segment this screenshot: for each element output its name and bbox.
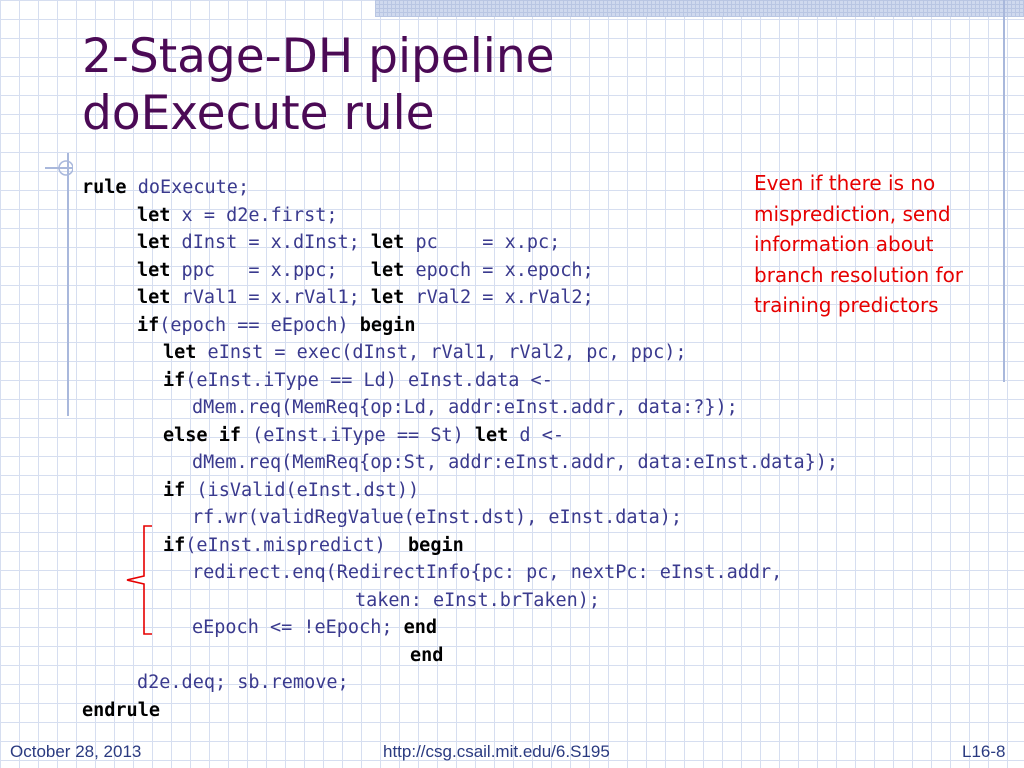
footer-page-number: L16-8 bbox=[962, 742, 1006, 761]
top-decorative-band bbox=[375, 0, 1024, 17]
note-line-5: training predictors bbox=[754, 293, 939, 317]
code-line: eEpoch <= !eEpoch; end bbox=[192, 614, 437, 641]
code-line: endrule bbox=[82, 697, 160, 724]
code-text: d <- bbox=[508, 424, 564, 446]
code-keyword: else if bbox=[163, 424, 241, 446]
code-keyword: begin bbox=[359, 314, 416, 336]
code-line: if (isValid(eInst.dst)) bbox=[163, 477, 419, 504]
code-keyword: let bbox=[137, 259, 171, 281]
code-text: x = d2e.first; bbox=[170, 204, 338, 226]
code-line: let ppc = x.ppc; let epoch = x.epoch; bbox=[137, 257, 594, 284]
code-line: dMem.req(MemReq{op:St, addr:eInst.addr, … bbox=[192, 449, 838, 476]
code-line: d2e.deq; sb.remove; bbox=[137, 669, 349, 696]
code-text: pc = x.pc; bbox=[404, 232, 561, 253]
code-text: ppc = x.ppc; bbox=[170, 259, 371, 281]
footer-url[interactable]: http://csg.csail.mit.edu/6.S195 bbox=[383, 742, 610, 761]
code-keyword: end bbox=[403, 617, 438, 638]
left-decorative-line bbox=[67, 168, 69, 416]
code-text: dMem.req(MemReq{op:St, addr:eInst.addr, … bbox=[192, 452, 839, 473]
note-line-4: branch resolution for bbox=[754, 262, 964, 287]
code-keyword: let bbox=[370, 287, 405, 308]
note-line-2: misprediction, send bbox=[754, 201, 951, 226]
code-text: (eInst.mispredict) bbox=[185, 534, 409, 556]
code-keyword: begin bbox=[408, 534, 464, 556]
code-line: taken: eInst.brTaken); bbox=[355, 587, 600, 614]
code-text: (eInst.iType == Ld) eInst.data <- bbox=[185, 369, 553, 391]
slide-title-line-2: doExecute rule bbox=[82, 86, 435, 141]
code-text: (epoch == eEpoch) bbox=[159, 314, 360, 336]
code-keyword: let bbox=[137, 287, 171, 308]
code-line: if(eInst.mispredict) begin bbox=[163, 532, 464, 559]
code-keyword: let bbox=[370, 259, 405, 281]
code-keyword: let bbox=[370, 232, 405, 253]
code-text: epoch = x.epoch; bbox=[404, 259, 594, 281]
code-keyword: if bbox=[163, 534, 186, 556]
code-keyword: if bbox=[137, 314, 160, 336]
code-text: doExecute; bbox=[126, 177, 250, 198]
code-text: rf.wr(validRegValue(eInst.dst), eInst.da… bbox=[192, 507, 683, 528]
code-line: let x = d2e.first; bbox=[137, 202, 338, 229]
code-text: taken: eInst.brTaken); bbox=[355, 589, 601, 611]
code-text: eInst = exec(dInst, rVal1, rVal2, pc, pp… bbox=[196, 342, 687, 363]
code-keyword: rule bbox=[82, 177, 127, 198]
code-line: let rVal1 = x.rVal1; let rVal2 = x.rVal2… bbox=[137, 284, 594, 311]
code-keyword: end bbox=[410, 644, 444, 666]
code-keyword: let bbox=[163, 342, 197, 363]
footer-date: October 28, 2013 bbox=[10, 742, 142, 761]
code-text: dInst = x.dInst; bbox=[170, 232, 371, 253]
code-text: eEpoch <= !eEpoch; bbox=[192, 617, 404, 638]
code-text: dMem.req(MemReq{op:Ld, addr:eInst.addr, … bbox=[192, 397, 738, 418]
slide-title: 2-Stage-DH pipeline doExecute rule bbox=[82, 28, 555, 142]
code-line: if(epoch == eEpoch) begin bbox=[137, 312, 415, 339]
slide-title-line-1: 2-Stage-DH pipeline bbox=[82, 29, 555, 84]
code-line: else if (eInst.iType == St) let d <- bbox=[163, 422, 564, 449]
code-text: rVal1 = x.rVal1; bbox=[170, 287, 371, 308]
note-line-1: Even if there is no bbox=[754, 171, 936, 195]
code-text: (eInst.iType == St) bbox=[240, 424, 475, 446]
code-keyword: endrule bbox=[82, 699, 160, 721]
code-text: rVal2 = x.rVal2; bbox=[404, 287, 594, 308]
code-line: redirect.enq(RedirectInfo{pc: pc, nextPc… bbox=[192, 559, 782, 586]
code-line: rf.wr(validRegValue(eInst.dst), eInst.da… bbox=[192, 504, 682, 531]
code-keyword: let bbox=[474, 424, 509, 446]
annotation-note: Even if there is no misprediction, send … bbox=[754, 168, 1004, 321]
code-line: let dInst = x.dInst; let pc = x.pc; bbox=[137, 229, 560, 256]
note-line-3: information about bbox=[754, 232, 934, 256]
right-decorative-line bbox=[1003, 0, 1005, 382]
code-text: (isValid(eInst.dst)) bbox=[185, 479, 420, 501]
code-line: rule doExecute; bbox=[82, 174, 249, 201]
crosshair-ornament-icon bbox=[45, 153, 73, 181]
code-line: if(eInst.iType == Ld) eInst.data <- bbox=[163, 367, 553, 394]
code-text: d2e.deq; sb.remove; bbox=[137, 672, 349, 693]
code-keyword: if bbox=[163, 479, 186, 501]
code-line: end bbox=[410, 642, 443, 669]
left-curly-bracket-icon bbox=[126, 525, 152, 635]
code-line: dMem.req(MemReq{op:Ld, addr:eInst.addr, … bbox=[192, 394, 738, 421]
code-keyword: let bbox=[137, 204, 171, 226]
code-keyword: if bbox=[163, 369, 186, 391]
code-text: redirect.enq(RedirectInfo{pc: pc, nextPc… bbox=[192, 562, 783, 583]
code-line: let eInst = exec(dInst, rVal1, rVal2, pc… bbox=[163, 339, 687, 366]
code-keyword: let bbox=[137, 232, 171, 253]
